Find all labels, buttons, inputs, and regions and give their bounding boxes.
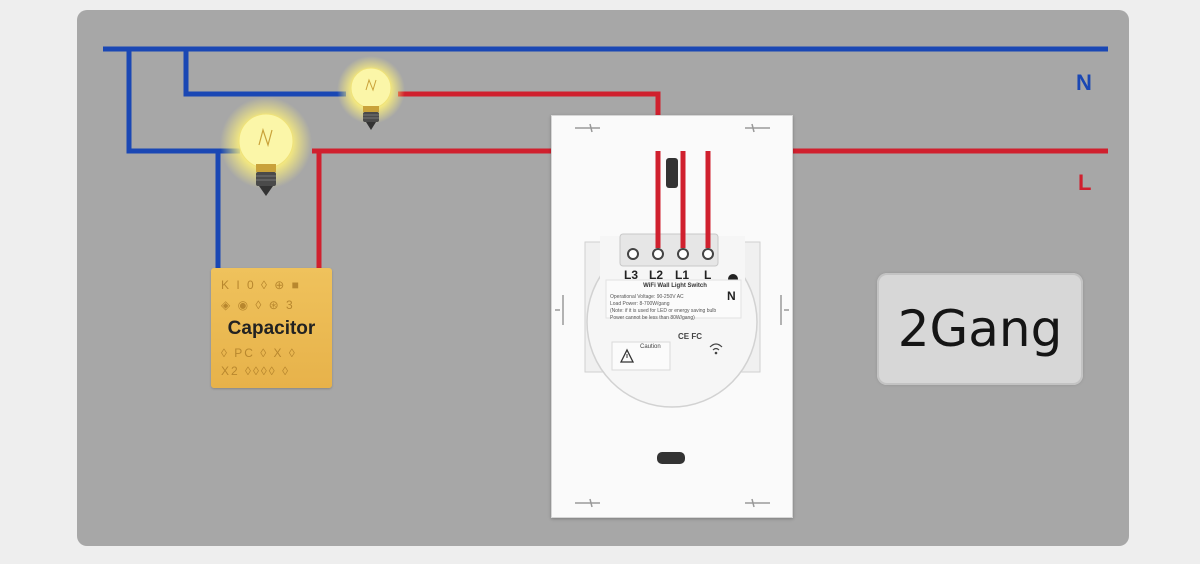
bulb-2 bbox=[220, 97, 312, 196]
caution-text: Caution bbox=[640, 344, 661, 350]
capacitor-print-last: X2 ◊◊◊◊ ◊ bbox=[221, 364, 290, 378]
neutral-wire-to-bulb-1 bbox=[183, 49, 346, 97]
terminal-label-L: L bbox=[704, 268, 712, 282]
module-title: WiFi Wall Light Switch bbox=[643, 283, 707, 289]
terminal-L2-screw bbox=[652, 248, 664, 260]
plate-top-slot bbox=[666, 158, 678, 188]
neutral-wire-to-bulb-2 bbox=[126, 49, 240, 154]
module-spec-line-3: (Note: if it is used for LED or energy s… bbox=[610, 308, 717, 314]
capacitor-label: Capacitor bbox=[227, 318, 316, 339]
capacitor-print-mid: ◈ ◉ ◊ ⊛ 3 bbox=[221, 298, 295, 312]
neutral-terminal-label: N bbox=[727, 289, 736, 303]
capacitor: K I 0 ◊ ⊕ ■ ◈ ◉ ◊ ⊛ 3 Capacitor ◊ PC ◊ X… bbox=[211, 268, 332, 388]
neutral-wires bbox=[103, 46, 1108, 272]
capacitor-print-top: K I 0 ◊ ⊕ ■ bbox=[221, 278, 301, 292]
terminal-label-L2: L2 bbox=[649, 268, 664, 282]
terminal-label-L1: L1 bbox=[675, 268, 690, 282]
module-spec-line-1: Operational Voltage: 90-250V AC bbox=[610, 294, 684, 300]
terminal-block bbox=[619, 233, 719, 267]
bulb-1 bbox=[337, 56, 405, 130]
module-spec-line-2: Load Power: 8-700W/gang bbox=[610, 301, 670, 307]
gang-badge: 2Gang bbox=[877, 273, 1083, 385]
terminal-L3-screw bbox=[627, 248, 639, 260]
plate-corner-marks bbox=[555, 123, 789, 508]
terminal-L1-screw bbox=[677, 248, 689, 260]
terminal-label-L3: L3 bbox=[624, 268, 639, 282]
wifi-icon bbox=[709, 343, 723, 351]
module-spec-line-4: Power cannot be less than 80W/gang) bbox=[610, 315, 695, 321]
capacitor-print-bottom: ◊ PC ◊ X ◊ bbox=[221, 346, 297, 360]
gang-badge-text: 2Gang bbox=[897, 300, 1063, 358]
neutral-line-label: N bbox=[1076, 70, 1092, 95]
live-line-label: L bbox=[1078, 170, 1092, 195]
warning-icon bbox=[619, 348, 635, 363]
terminal-L-screw bbox=[702, 248, 714, 260]
plate-bottom-slot bbox=[657, 452, 685, 464]
switch-module bbox=[584, 233, 761, 408]
certification-marks: CE FC bbox=[678, 332, 702, 341]
terminal-wire-ends bbox=[655, 151, 711, 248]
